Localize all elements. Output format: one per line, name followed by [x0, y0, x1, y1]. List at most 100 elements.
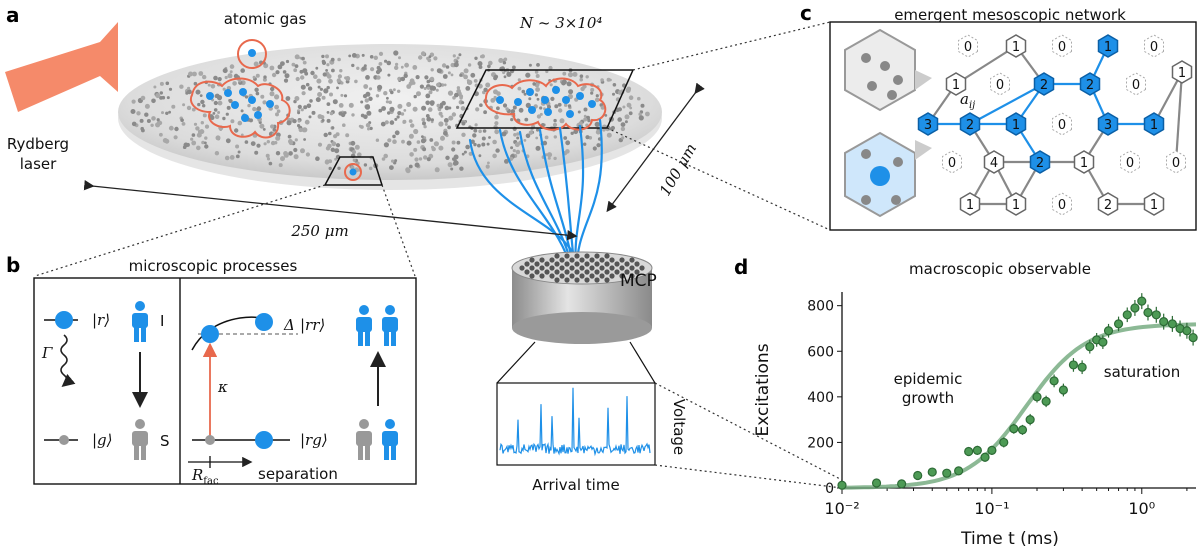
gas-atom — [140, 95, 146, 101]
gas-atom — [268, 161, 273, 166]
gas-atom — [426, 157, 431, 162]
gas-atom — [475, 107, 480, 112]
gas-atom — [190, 137, 194, 141]
gas-atom — [285, 96, 291, 101]
panel-c-title: emergent mesoscopic network — [894, 6, 1126, 24]
gas-atom — [328, 78, 333, 84]
gas-atom — [472, 133, 477, 138]
gas-atom — [256, 143, 261, 148]
y-tick-label: 0 — [825, 481, 834, 497]
gas-atom — [200, 129, 204, 133]
single-excitation-ring — [344, 163, 362, 181]
ket-r: |r⟩ — [92, 311, 110, 329]
mcp-channel — [589, 257, 595, 263]
gas-atom — [180, 118, 184, 122]
gas-atom — [595, 94, 599, 98]
data-point — [1103, 326, 1114, 336]
gas-atom — [518, 107, 524, 113]
gas-atom — [524, 117, 529, 122]
gas-atom — [260, 94, 265, 99]
gas-atom — [492, 153, 497, 159]
rr-atom-icon — [201, 325, 219, 343]
gas-atom — [414, 162, 420, 168]
gas-atom — [525, 133, 531, 139]
gas-atom — [442, 74, 448, 79]
single-excitation-atom — [349, 168, 357, 176]
gas-atom — [577, 110, 581, 114]
gas-atom — [486, 142, 490, 146]
gas-atom — [329, 92, 333, 97]
gas-atom — [354, 144, 360, 150]
ket-rr: |rr⟩ — [300, 316, 325, 334]
gas-atom — [477, 61, 483, 67]
gas-atom — [293, 147, 298, 153]
mcp-channel — [584, 261, 590, 267]
gas-atom — [324, 159, 330, 164]
gas-atom — [294, 96, 300, 101]
gas-atom — [517, 86, 522, 91]
gas-atom — [454, 92, 459, 98]
gas-atom — [330, 147, 335, 152]
node-value: 0 — [1058, 40, 1066, 55]
gas-atom — [266, 157, 271, 161]
gas-atom — [592, 146, 597, 151]
node-value: 1 — [1012, 40, 1020, 55]
mcp-channel — [574, 253, 580, 259]
mcp-channel — [624, 261, 630, 267]
gas-atom — [266, 140, 270, 144]
gas-atom — [512, 105, 517, 110]
gas-atom — [250, 141, 256, 147]
gas-atom — [226, 105, 231, 110]
mcp-channel — [549, 257, 555, 263]
gas-atom — [483, 110, 487, 115]
annotation-growth-line2: growth — [902, 389, 954, 407]
gas-atom — [398, 56, 401, 60]
gas-atom — [638, 115, 644, 121]
gas-atom — [539, 112, 543, 116]
gas-atom — [404, 62, 409, 68]
gas-atom — [425, 100, 431, 106]
gas-atom — [429, 76, 435, 82]
gas-atom — [440, 135, 445, 141]
panel-label-a: a — [6, 3, 20, 27]
gas-atom — [512, 149, 516, 153]
gas-atom — [363, 163, 368, 167]
gas-atom — [204, 144, 209, 149]
gas-atom — [413, 147, 418, 152]
gas-atom — [131, 121, 137, 127]
gas-atom — [459, 73, 463, 77]
gas-atom — [328, 166, 332, 171]
gas-atom — [422, 121, 426, 126]
gas-atom — [287, 134, 292, 139]
gas-atom — [373, 55, 378, 60]
mcp-channel — [574, 269, 580, 275]
gas-atom — [443, 118, 449, 123]
mcp-channel — [624, 269, 630, 275]
gas-atom — [453, 154, 459, 160]
gas-atom — [553, 135, 557, 139]
node-value: 3 — [924, 118, 932, 133]
gas-atom — [536, 128, 540, 132]
gas-atom — [430, 68, 434, 72]
gas-atom — [166, 96, 170, 100]
panel-b-frame — [33, 277, 417, 485]
gas-atom — [380, 121, 386, 127]
ket-g: |g⟩ — [92, 431, 113, 449]
gas-atom — [444, 105, 450, 111]
gas-atom — [451, 147, 456, 152]
mcp-channel — [604, 269, 610, 275]
gas-atom — [389, 106, 395, 112]
gas-atom — [436, 82, 441, 87]
gas-atom — [427, 107, 433, 112]
mcp-channel — [579, 257, 585, 263]
gas-atom — [590, 91, 594, 95]
gas-atom — [256, 106, 262, 111]
gas-atom — [270, 86, 275, 92]
gas-atom — [503, 57, 508, 62]
gas-atom — [544, 135, 549, 140]
gas-atom — [517, 78, 521, 82]
gas-atom — [302, 127, 308, 133]
gas-atom — [269, 91, 275, 97]
gas-atom — [392, 139, 397, 144]
gas-atom — [325, 69, 328, 72]
